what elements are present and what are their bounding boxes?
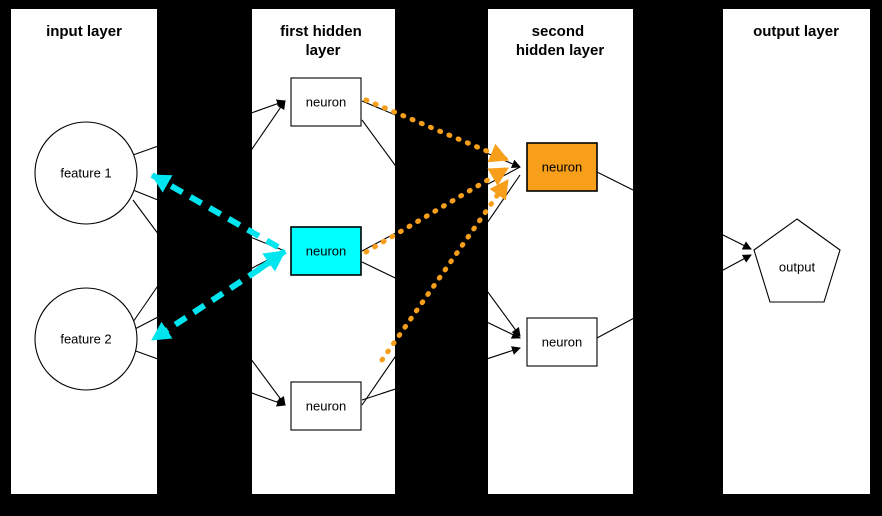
edge-highlight-h1mid-h2top <box>363 165 511 255</box>
edge-feature2-h1top <box>132 100 286 323</box>
edge-highlight-h1bottom-h2top <box>379 177 511 363</box>
feature-1-circle[interactable] <box>34 121 138 225</box>
h1-neuron-bottom-box[interactable] <box>290 381 362 431</box>
title-second-hidden-layer: second hidden layer <box>516 23 605 59</box>
panel-second-hidden-layer <box>488 9 633 494</box>
output-pentagon[interactable] <box>753 218 841 303</box>
edge-h1top-h2bottom <box>361 119 521 337</box>
edge-feature2-h1bottom <box>132 349 286 407</box>
node-h1-neuron-bottom[interactable]: neuron <box>290 381 362 431</box>
h2-neuron-top-box[interactable] <box>526 142 598 192</box>
title-output-layer: output layer <box>753 23 839 40</box>
layer-nodes: feature 1 feature 2 neuron neuron neuron <box>34 77 841 431</box>
title-first-hidden-line2: layer <box>305 42 340 59</box>
h2-neuron-bottom-box[interactable] <box>526 317 598 367</box>
edge-feature1-h1top <box>132 99 286 156</box>
title-first-hidden-line1: first hidden <box>280 23 362 40</box>
edge-highlight-h1top-h2top <box>363 97 511 163</box>
orange-highlight-edges <box>363 97 511 363</box>
edge-highlight-feature2-h1mid <box>150 254 280 343</box>
edge-h2top-output <box>596 171 752 250</box>
edge-h1bottom-h2bottom <box>361 346 521 401</box>
title-input-layer: input layer <box>46 23 122 40</box>
edge-highlight-into-h1mid <box>256 248 287 273</box>
node-feature-1[interactable]: feature 1 <box>34 121 138 225</box>
edge-h1bottom-h2top <box>361 174 521 406</box>
h1-neuron-bottom-label: neuron <box>306 398 346 413</box>
node-output[interactable]: output <box>753 218 841 303</box>
h1-neuron-mid-box[interactable] <box>290 226 362 276</box>
layer-titles: input layer first hidden layer second hi… <box>46 23 839 59</box>
title-first-hidden-layer: first hidden layer <box>280 23 366 59</box>
node-h2-neuron-top[interactable]: neuron <box>526 142 598 192</box>
h1-neuron-mid-label: neuron <box>306 243 346 258</box>
node-h1-neuron-top[interactable]: neuron <box>290 77 362 127</box>
feature-2-label: feature 2 <box>60 331 111 346</box>
h2-neuron-top-label: neuron <box>542 159 582 174</box>
feature-1-label: feature 1 <box>60 165 111 180</box>
edge-feature1-h1mid <box>132 189 286 252</box>
edge-h1mid-h2bottom <box>361 261 521 339</box>
cyan-highlight-edges <box>150 172 287 343</box>
title-second-hidden-line1: second <box>532 23 585 40</box>
layer-panels <box>11 9 870 494</box>
h2-neuron-bottom-label: neuron <box>542 334 582 349</box>
panel-input-layer <box>11 9 157 494</box>
h1-neuron-top-box[interactable] <box>290 77 362 127</box>
title-second-hidden-line2: hidden layer <box>516 42 605 59</box>
node-h1-neuron-mid[interactable]: neuron <box>290 226 362 276</box>
edge-feature1-h1bottom <box>132 199 286 406</box>
node-h2-neuron-bottom[interactable]: neuron <box>526 317 598 367</box>
h1-neuron-top-label: neuron <box>306 94 346 109</box>
output-label: output <box>779 259 816 274</box>
feature-2-circle[interactable] <box>34 287 138 391</box>
edge-highlight-feature1-h1mid <box>150 172 280 250</box>
edge-h2bottom-output <box>596 254 752 339</box>
node-feature-2[interactable]: feature 2 <box>34 287 138 391</box>
edge-feature2-h1mid <box>132 250 286 331</box>
plain-edges <box>132 99 752 407</box>
